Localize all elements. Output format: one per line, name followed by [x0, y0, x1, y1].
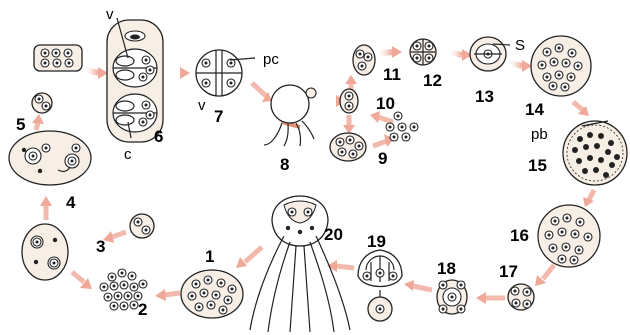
- stage-19-cell: [358, 250, 402, 321]
- stage-number-15: 15: [528, 156, 547, 175]
- label-v-left: v: [198, 97, 206, 114]
- stage-5-cell: [32, 93, 52, 113]
- stage-13-cell: [470, 37, 510, 71]
- stage-number-9: 9: [378, 149, 387, 168]
- stage-7-sporocyst: [196, 50, 255, 96]
- stage-number-5: 5: [16, 115, 25, 134]
- stage-10-cell: [340, 89, 358, 113]
- stage-12-cell: [410, 39, 436, 65]
- stage-number-4: 4: [66, 193, 76, 212]
- stage-number-20: 20: [324, 225, 343, 244]
- stage-number-19: 19: [367, 232, 386, 251]
- label-pb: pb: [531, 126, 548, 143]
- stage-6-sporocyst: [107, 18, 163, 142]
- stage-11-cell: [353, 45, 375, 75]
- stage-15-cell: [563, 121, 627, 185]
- stage-number-16: 16: [510, 226, 529, 245]
- label-pc: pc: [263, 51, 279, 68]
- stage-number-1: 1: [205, 247, 214, 266]
- stage-number-14: 14: [525, 100, 544, 119]
- stage-number-17: 17: [499, 262, 518, 281]
- stage-number-6: 6: [154, 127, 163, 146]
- stage-3-left-cell: [22, 224, 68, 280]
- stage-5-top-cell: [34, 45, 82, 71]
- stage-number-13: 13: [475, 87, 494, 106]
- stage-14-cell: [531, 36, 591, 96]
- stage-number-8: 8: [280, 155, 289, 174]
- label-v-top: v: [106, 6, 114, 23]
- stage-number-12: 12: [423, 71, 442, 90]
- stage-16-cell: [538, 205, 600, 267]
- stage-1-cell: [181, 270, 243, 318]
- stage-number-11: 11: [383, 65, 401, 84]
- stage-number-10: 10: [376, 94, 395, 113]
- stage-number-18: 18: [437, 259, 456, 278]
- stage-number-7: 7: [214, 107, 223, 126]
- stage-4-cell: [9, 131, 91, 185]
- stage-8-oocyst-host: [264, 85, 316, 146]
- stage-10-cluster: [386, 112, 418, 141]
- stage-17-cell: [508, 284, 534, 310]
- stage-number-3: 3: [96, 237, 105, 256]
- stage-number-2: 2: [138, 300, 147, 319]
- stage-18-cell: [437, 280, 467, 314]
- stage-9-cell: [330, 133, 366, 161]
- stage-3-cell: [130, 214, 154, 238]
- label-c: c: [124, 146, 132, 163]
- label-s: S: [515, 37, 525, 54]
